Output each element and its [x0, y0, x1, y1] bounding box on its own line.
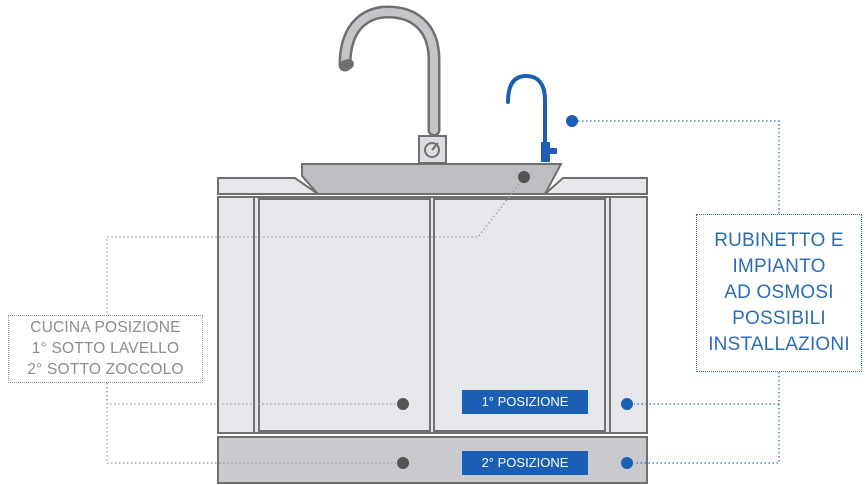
marker-plinth	[397, 457, 409, 469]
position-1-tag: 1° POSIZIONE	[462, 390, 588, 414]
blue-leaders	[578, 120, 780, 464]
osmosis-label-line: POSSIBILI	[732, 308, 826, 329]
cabinet-side-right	[609, 196, 648, 434]
faucet-base	[418, 135, 447, 164]
marker-position-2	[621, 457, 633, 469]
osmosis-label-line: RUBINETTO E	[714, 230, 844, 251]
cabinet-door-left	[258, 198, 431, 432]
kitchen-position-label: CUCINA POSIZIONE 1° SOTTO LAVELLO 2° SOT…	[8, 315, 203, 383]
osmosis-faucet	[506, 73, 547, 150]
main-faucet	[338, 5, 441, 137]
cabinet-side-left	[217, 196, 255, 434]
position-2-tag: 2° POSIZIONE	[462, 451, 588, 475]
osmosis-installation-label: RUBINETTO E IMPIANTO AD OSMOSI POSSIBILI…	[696, 214, 862, 372]
gray-leaders	[106, 177, 525, 464]
kitchen-label-line: 1° SOTTO LAVELLO	[31, 340, 180, 357]
osmosis-faucet-base	[541, 142, 557, 162]
osmosis-label-line: IMPIANTO	[732, 256, 826, 277]
kitchen-label-line: CUCINA POSIZIONE	[30, 319, 181, 336]
osmosis-label-line: INSTALLAZIONI	[708, 334, 850, 355]
osmosis-label-line: AD OSMOSI	[724, 282, 834, 303]
sink-basin	[301, 163, 563, 195]
marker-position-1	[621, 398, 633, 410]
marker-cabinet	[397, 398, 409, 410]
kitchen-label-line: 2° SOTTO ZOCCOLO	[27, 361, 184, 378]
cabinet-body	[217, 196, 648, 434]
marker-sink	[518, 171, 530, 183]
marker-osmosis-faucet	[566, 115, 578, 127]
